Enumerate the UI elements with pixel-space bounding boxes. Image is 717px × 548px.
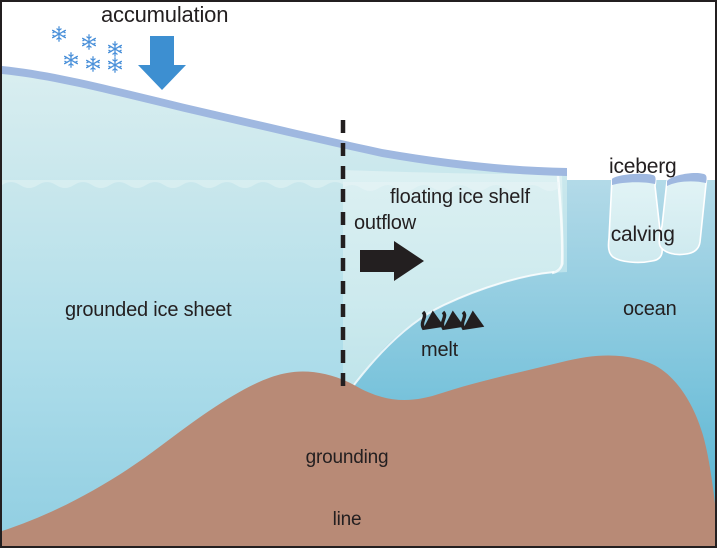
accumulation-arrow-icon	[138, 36, 186, 90]
outflow-arrow-icon	[360, 241, 424, 281]
snowflake-icon	[82, 34, 96, 50]
snowflake-group	[52, 26, 122, 73]
label-iceberg-calving-line2: calving	[610, 223, 675, 247]
label-grounding-line-line2: line	[332, 508, 362, 530]
sea-level-wave-texture	[2, 180, 362, 188]
snowflake-icon	[108, 57, 122, 73]
snowflake-icon	[64, 52, 78, 68]
label-ocean: ocean	[623, 298, 677, 320]
floating-ice-shelf	[343, 170, 564, 386]
melt-arrow-icon	[460, 310, 485, 331]
iceberg-left	[607, 172, 663, 264]
ice-surface-line	[2, 66, 567, 176]
label-outflow: outflow	[354, 212, 416, 234]
snowflake-icon	[86, 56, 100, 72]
label-floating-ice-shelf: floating ice shelf	[390, 186, 530, 208]
iceberg-right	[658, 172, 708, 256]
bedrock	[2, 355, 715, 546]
label-grounding-line: grounding line	[301, 407, 393, 546]
label-grounded-ice-sheet: grounded ice sheet	[65, 299, 232, 321]
label-iceberg-calving: iceberg calving	[609, 111, 677, 292]
label-accumulation: accumulation	[101, 2, 229, 27]
label-grounding-line-line1: grounding	[305, 447, 389, 469]
snowflake-icon	[52, 26, 66, 42]
melt-arrow-icon	[440, 310, 465, 331]
label-melt: melt	[421, 339, 458, 361]
melt-arrow-icon	[420, 310, 445, 331]
label-iceberg-calving-line1: iceberg	[609, 155, 677, 179]
snowflake-icon	[108, 41, 122, 57]
melt-arrow-group	[420, 310, 485, 331]
